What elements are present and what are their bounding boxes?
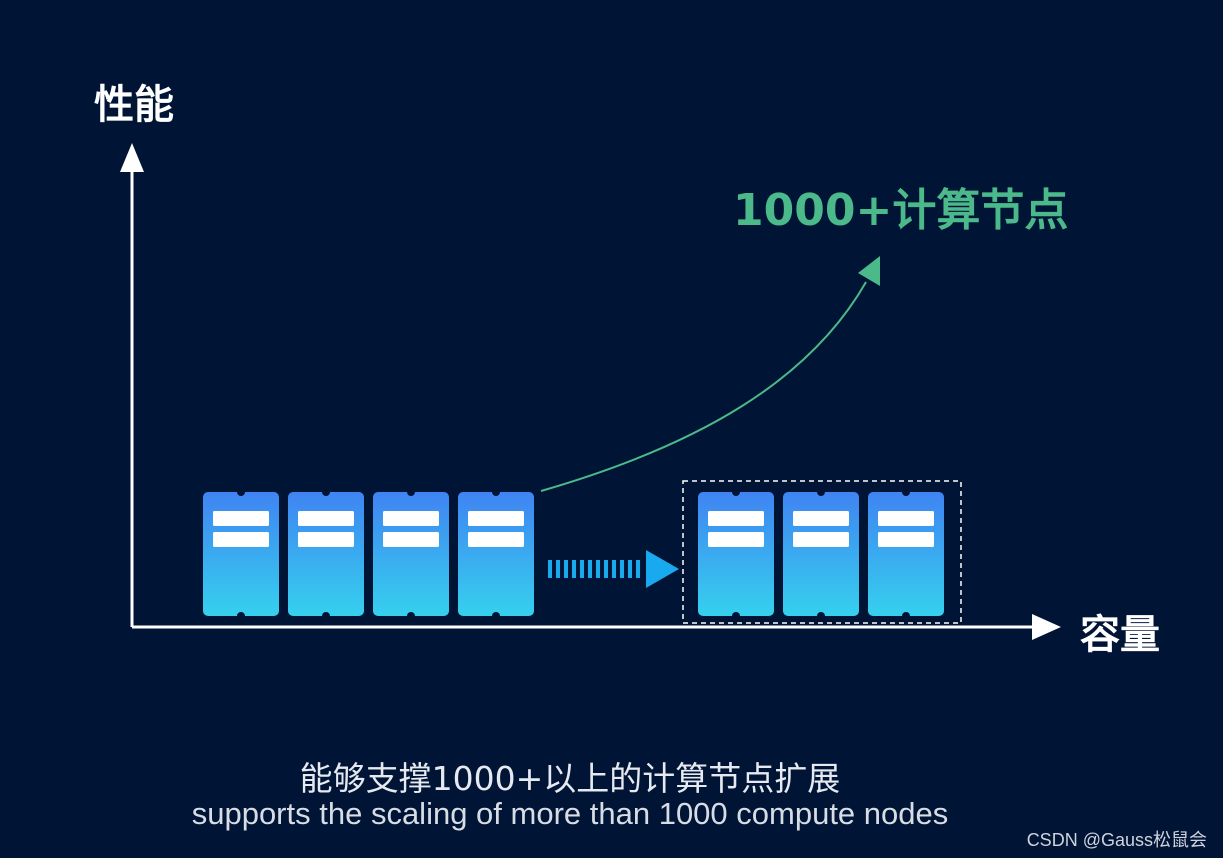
expansion-arrowhead-icon <box>646 550 679 588</box>
server-node-icon <box>698 492 774 616</box>
added-node-group <box>682 480 962 624</box>
server-node-icon <box>868 492 944 616</box>
y-axis <box>120 143 144 627</box>
server-node-icon <box>783 492 859 616</box>
expansion-dashed-box <box>682 480 962 624</box>
watermark: CSDN @Gauss松鼠会 <box>1026 830 1207 850</box>
x-axis-label: 容量 <box>1080 612 1160 658</box>
y-axis-label: 性能 <box>94 82 174 128</box>
growth-label: 1000+计算节点 <box>733 185 1069 236</box>
caption-english: supports the scaling of more than 1000 c… <box>191 796 949 831</box>
x-axis <box>132 614 1061 640</box>
server-node-icon <box>203 492 279 616</box>
server-node-icon <box>458 492 534 616</box>
growth-arrowhead-icon <box>858 256 880 286</box>
x-axis-arrowhead-icon <box>1032 614 1061 640</box>
initial-node-group <box>203 492 534 616</box>
server-node-icon <box>288 492 364 616</box>
y-axis-arrowhead-icon <box>120 143 144 172</box>
growth-curve <box>540 256 880 492</box>
caption-chinese: 能够支撑1000+以上的计算节点扩展 <box>299 759 841 798</box>
server-node-icon <box>373 492 449 616</box>
expansion-arrow <box>548 550 679 588</box>
